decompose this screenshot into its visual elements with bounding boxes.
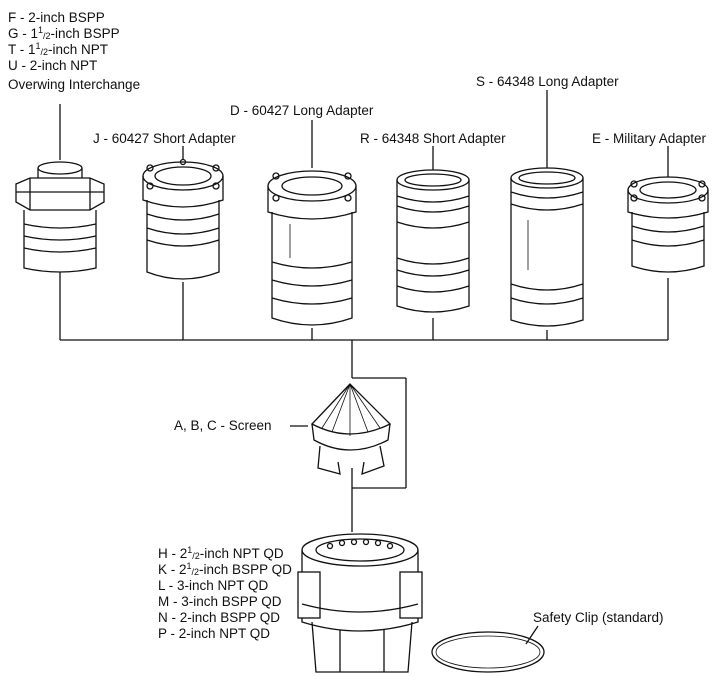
- connector-lines: [59, 90, 669, 645]
- nozzle-line-l: L - 3-inch NPT QD: [158, 578, 269, 593]
- screen-label: A, B, C - Screen: [174, 418, 272, 433]
- nozzle-part: [297, 533, 423, 673]
- safety-clip-label: Safety Clip (standard): [533, 610, 664, 625]
- overwing-line-t: T - 11/2-inch NPT: [8, 41, 109, 58]
- long-adapter-60427-label: D - 60427 Long Adapter: [230, 103, 374, 118]
- short-adapter-60427-label: J - 60427 Short Adapter: [93, 131, 236, 146]
- nozzle-line-n: N - 2-inch BSPP QD: [158, 610, 281, 625]
- military-adapter-label: E - Military Adapter: [592, 131, 707, 146]
- long-adapter-64348-label: S - 64348 Long Adapter: [476, 74, 619, 89]
- nozzle-line-h: H - 21/2-inch NPT QD: [158, 545, 284, 562]
- overwing-interchange-part: [15, 161, 105, 273]
- nozzle-line-k: K - 21/2-inch BSPP QD: [158, 561, 292, 578]
- overwing-line-f: F - 2-inch BSPP: [8, 10, 105, 25]
- overwing-line-g: G - 11/2-inch BSPP: [8, 25, 120, 42]
- overwing-label-group: F - 2-inch BSPP G - 11/2-inch BSPP T - 1…: [8, 10, 140, 93]
- nozzle-label-group: H - 21/2-inch NPT QD K - 21/2-inch BSPP …: [158, 546, 292, 642]
- safety-clip-part: [431, 631, 545, 673]
- short-adapter-64348-label: R - 64348 Short Adapter: [360, 131, 506, 146]
- overwing-title: Overwing Interchange: [8, 77, 141, 92]
- military-adapter-part: [627, 176, 709, 273]
- long-adapter-60427-part: [267, 170, 357, 326]
- screen-part: [310, 383, 392, 475]
- overwing-line-u: U - 2-inch NPT: [8, 58, 98, 73]
- short-adapter-60427-part: [142, 158, 224, 280]
- nozzle-line-m: M - 3-inch BSPP QD: [158, 594, 282, 609]
- nozzle-line-p: P - 2-inch NPT QD: [158, 626, 271, 641]
- short-adapter-64348-part: [396, 169, 470, 313]
- long-adapter-64348-part: [510, 167, 584, 327]
